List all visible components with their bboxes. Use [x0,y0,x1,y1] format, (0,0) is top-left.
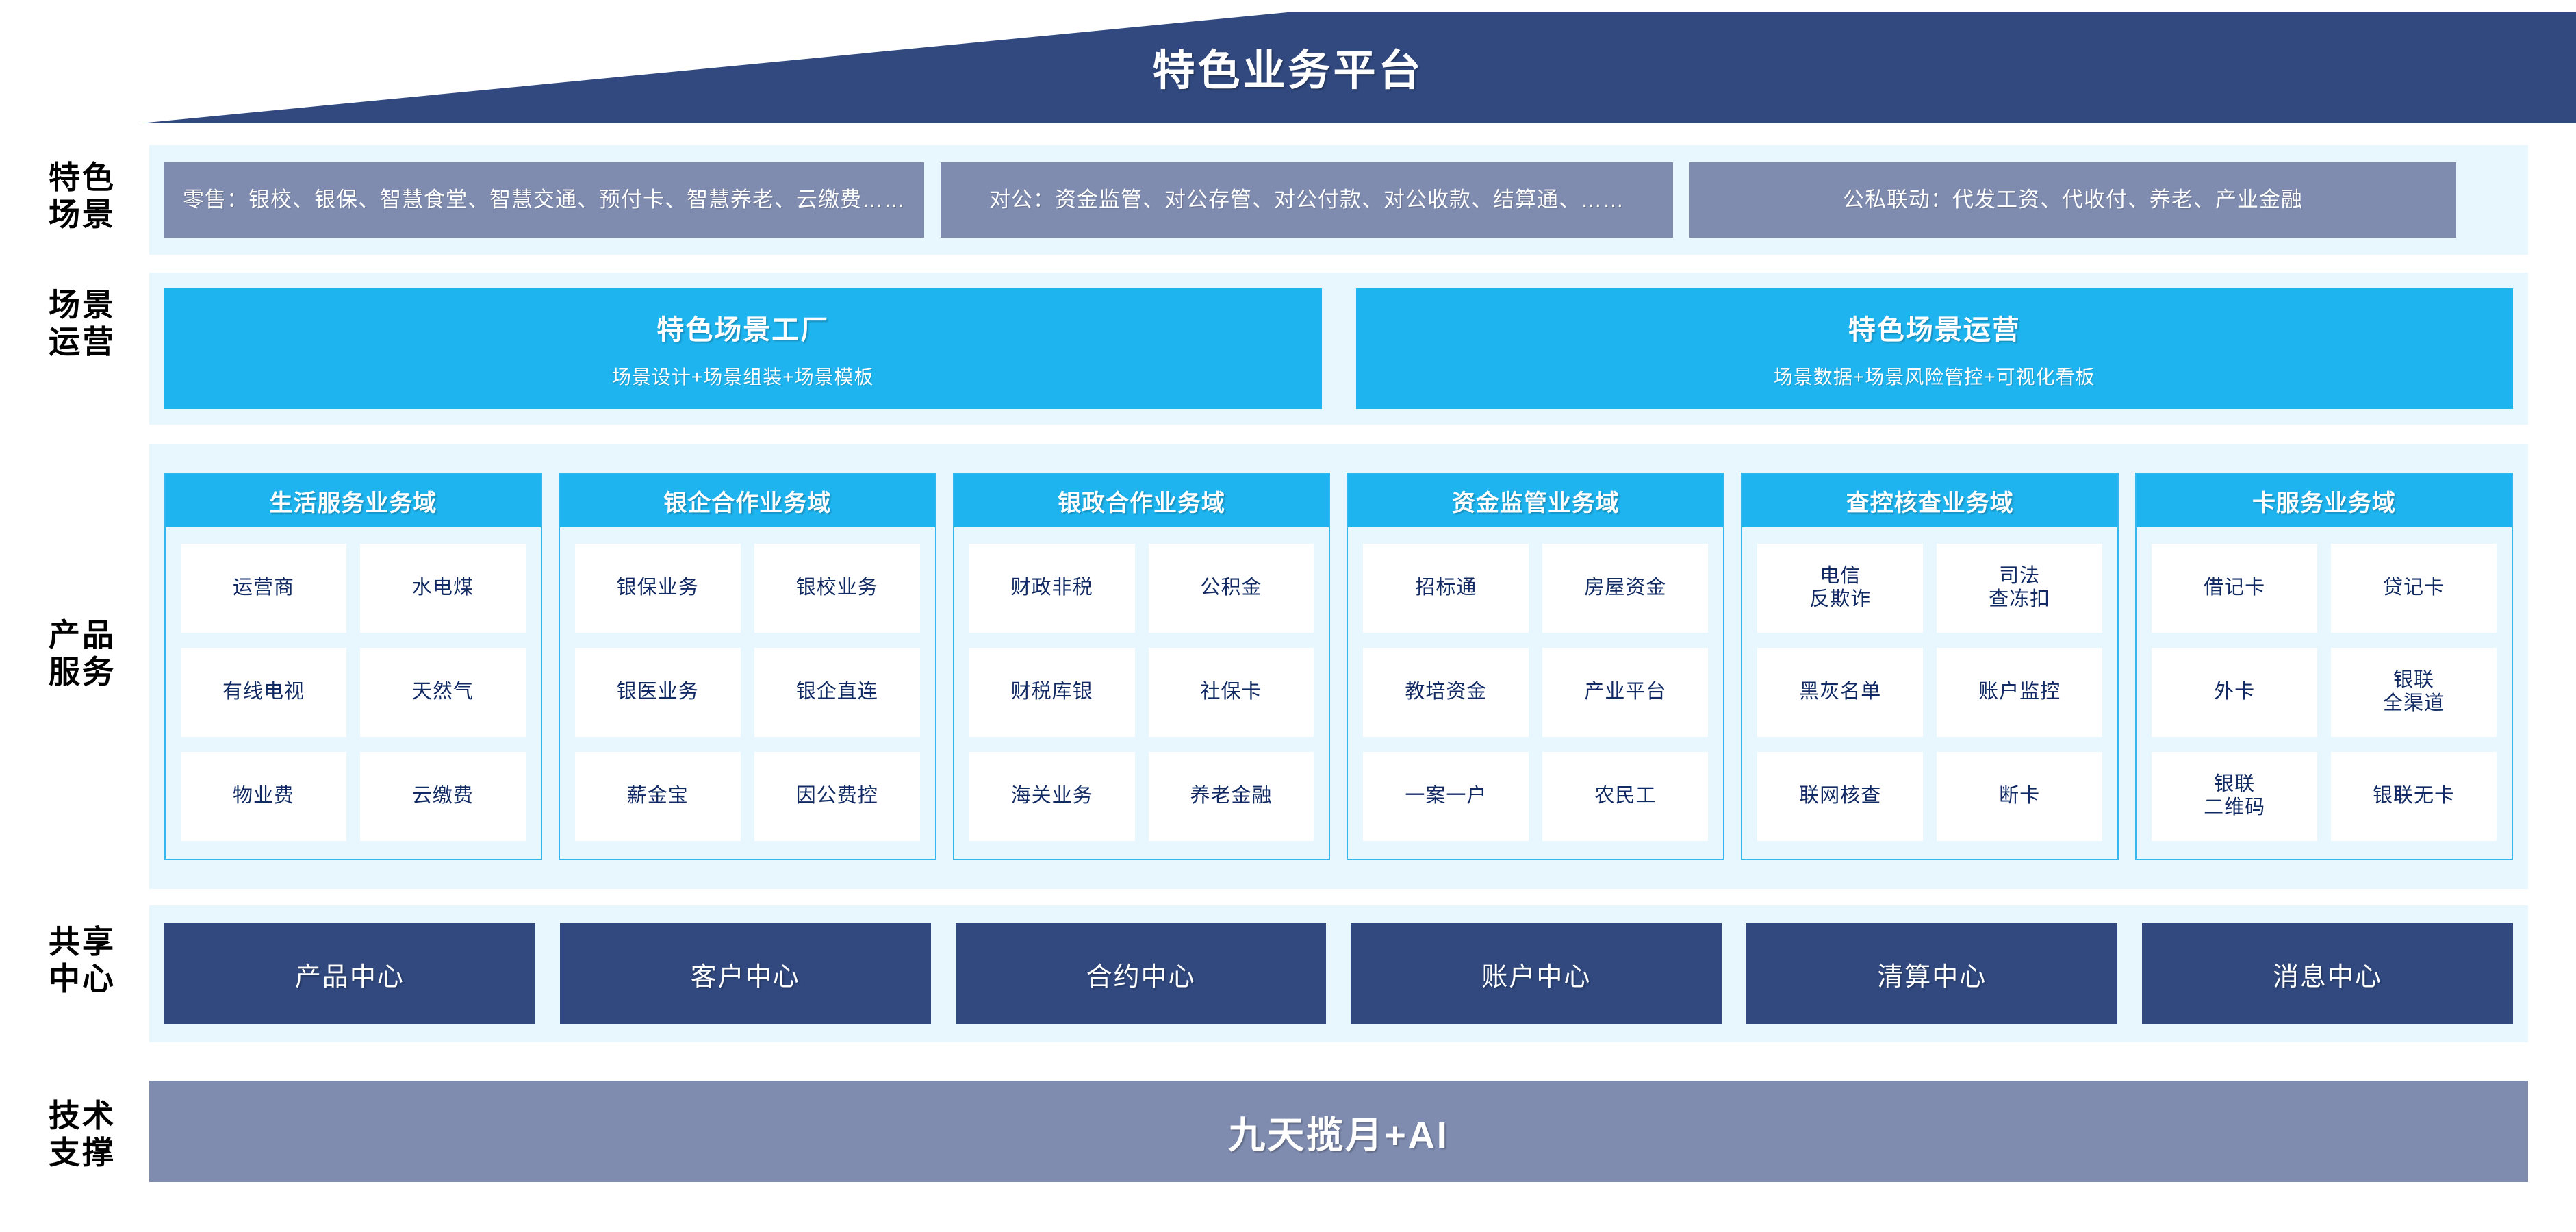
domain-cell[interactable]: 水电煤 [359,544,526,633]
row-label-scenarios-line1: 特色 [49,160,116,195]
domain-cell[interactable]: 海关业务 [969,752,1135,841]
domain-cell[interactable]: 农民工 [1542,752,1709,841]
product-services-band: 生活服务业务域 运营商 水电煤 有线电视 天然气 物业费 云缴费 银企合作业务域… [149,444,2528,889]
domain-grid-life-service: 运营商 水电煤 有线电视 天然气 物业费 云缴费 [166,527,541,859]
domain-cell[interactable]: 招标通 [1363,544,1529,633]
domain-cell[interactable]: 物业费 [181,752,346,841]
domain-cell[interactable]: 银医业务 [574,648,741,737]
domain-cell[interactable]: 账户监控 [1937,648,2103,737]
domain-cell[interactable]: 银保业务 [574,544,741,633]
scene-operations-band: 特色场景工厂 场景设计+场景组装+场景模板 特色场景运营 场景数据+场景风险管控… [149,273,2528,425]
row-label-products: 产品 服务 [27,616,137,691]
domain-cell[interactable]: 银联无卡 [2331,752,2497,841]
tech-support-bar[interactable]: 九天揽月+AI [149,1081,2528,1182]
row-label-tech-line1: 技术 [49,1098,116,1133]
shared-center-product[interactable]: 产品中心 [164,923,535,1024]
domain-cell[interactable]: 联网核查 [1757,752,1924,841]
row-label-operations-line2: 运营 [49,324,116,360]
scenarios-band: 零售：银校、银保、智慧食堂、智慧交通、预付卡、智慧养老、云缴费…… 对公：资金监… [149,145,2528,255]
roof-shape-icon [140,0,2576,123]
scene-operation-title: 特色场景运营 [1848,315,2021,345]
shared-center-customer[interactable]: 客户中心 [559,923,931,1024]
shared-center-message[interactable]: 消息中心 [2142,923,2513,1024]
domain-title-bank-government: 银政合作业务域 [954,474,1329,527]
domain-column-fund-supervision[interactable]: 资金监管业务域 招标通 房屋资金 教培资金 产业平台 一案一户 农民工 [1347,473,1725,860]
domain-cell[interactable]: 公积金 [1148,544,1314,633]
domain-cell[interactable]: 养老金融 [1148,752,1314,841]
row-label-shared-line1: 共享 [49,924,116,959]
scene-factory-card[interactable]: 特色场景工厂 场景设计+场景组装+场景模板 [164,288,1322,409]
domain-grid-investigation-control: 电信反欺诈 司法查冻扣 黑灰名单 账户监控 联网核查 断卡 [1742,527,2117,859]
row-label-products-line1: 产品 [49,617,116,653]
domain-column-card-service[interactable]: 卡服务业务域 借记卡 贷记卡 外卡 银联全渠道 银联二维码 银联无卡 [2135,473,2513,860]
domain-cell[interactable]: 借记卡 [2152,544,2318,633]
scene-operation-card[interactable]: 特色场景运营 场景数据+场景风险管控+可视化看板 [1355,288,2513,409]
row-label-operations: 场景 运营 [27,286,137,361]
domain-cell[interactable]: 司法查冻扣 [1937,544,2103,633]
domain-title-life-service: 生活服务业务域 [166,474,541,527]
domain-cell[interactable]: 薪金宝 [574,752,741,841]
domain-cell[interactable]: 天然气 [359,648,526,737]
domain-cell[interactable]: 断卡 [1937,752,2103,841]
domain-cell[interactable]: 云缴费 [359,752,526,841]
platform-roof-banner: 特色业务平台 [0,0,2576,140]
shared-center-account[interactable]: 账户中心 [1351,923,1722,1024]
domain-grid-card-service: 借记卡 贷记卡 外卡 银联全渠道 银联二维码 银联无卡 [2137,527,2512,859]
row-label-shared-line2: 中心 [49,961,116,997]
domain-cell[interactable]: 产业平台 [1542,648,1709,737]
row-label-operations-line1: 场景 [49,287,116,323]
domain-column-investigation-control[interactable]: 查控核查业务域 电信反欺诈 司法查冻扣 黑灰名单 账户监控 联网核查 断卡 [1741,473,2119,860]
domain-title-investigation-control: 查控核查业务域 [1742,474,2118,527]
domain-cell[interactable]: 银联二维码 [2152,752,2318,841]
domain-column-life-service[interactable]: 生活服务业务域 运营商 水电煤 有线电视 天然气 物业费 云缴费 [164,473,542,860]
row-label-tech-support: 技术 支撑 [27,1097,137,1172]
domain-cell[interactable]: 有线电视 [181,648,346,737]
domain-cell[interactable]: 黑灰名单 [1757,648,1924,737]
domain-cell[interactable]: 一案一户 [1363,752,1529,841]
domain-cell[interactable]: 外卡 [2152,648,2318,737]
domain-grid-bank-government: 财政非税 公积金 财税库银 社保卡 海关业务 养老金融 [954,527,1329,859]
shared-centers-band: 产品中心 客户中心 合约中心 账户中心 清算中心 消息中心 [149,905,2528,1042]
domain-grid-fund-supervision: 招标通 房屋资金 教培资金 产业平台 一案一户 农民工 [1348,527,1723,859]
domain-cell[interactable]: 贷记卡 [2331,544,2497,633]
domain-cell[interactable]: 运营商 [181,544,346,633]
domain-column-bank-government[interactable]: 银政合作业务域 财政非税 公积金 财税库银 社保卡 海关业务 养老金融 [952,473,1331,860]
scene-factory-subtitle: 场景设计+场景组装+场景模板 [611,366,874,388]
scenario-box-corporate[interactable]: 对公：资金监管、对公存管、对公付款、对公收款、结算通、…… [941,162,1673,238]
domain-title-card-service: 卡服务业务域 [2137,474,2512,527]
domain-column-bank-enterprise[interactable]: 银企合作业务域 银保业务 银校业务 银医业务 银企直连 薪金宝 因公费控 [558,473,936,860]
row-label-products-line2: 服务 [49,654,116,690]
domain-cell[interactable]: 社保卡 [1148,648,1314,737]
row-label-tech-line2: 支撑 [49,1135,116,1171]
scene-factory-title: 特色场景工厂 [656,315,830,345]
page-title: 特色业务平台 [1152,47,1424,95]
domain-title-bank-enterprise: 银企合作业务域 [559,474,935,527]
domain-cell[interactable]: 电信反欺诈 [1757,544,1924,633]
domain-cell[interactable]: 财税库银 [969,648,1135,737]
scene-operation-subtitle: 场景数据+场景风险管控+可视化看板 [1773,366,2095,388]
domain-title-fund-supervision: 资金监管业务域 [1348,474,1724,527]
domain-cell[interactable]: 银联全渠道 [2331,648,2497,737]
domain-cell[interactable]: 房屋资金 [1542,544,1709,633]
row-label-scenarios: 特色 场景 [27,159,137,234]
shared-center-contract[interactable]: 合约中心 [955,923,1327,1024]
scenario-box-public-private[interactable]: 公私联动：代发工资、代收付、养老、产业金融 [1689,162,2456,238]
scenario-box-retail[interactable]: 零售：银校、银保、智慧食堂、智慧交通、预付卡、智慧养老、云缴费…… [164,162,924,238]
domain-cell[interactable]: 财政非税 [969,544,1135,633]
row-label-scenarios-line2: 场景 [49,197,116,233]
domain-cell[interactable]: 银企直连 [754,648,920,737]
domain-cell[interactable]: 银校业务 [754,544,920,633]
shared-center-settlement[interactable]: 清算中心 [1746,923,2118,1024]
row-label-shared-centers: 共享 中心 [27,923,137,998]
domain-cell[interactable]: 教培资金 [1363,648,1529,737]
domain-grid-bank-enterprise: 银保业务 银校业务 银医业务 银企直连 薪金宝 因公费控 [560,527,935,859]
domain-cell[interactable]: 因公费控 [754,752,920,841]
